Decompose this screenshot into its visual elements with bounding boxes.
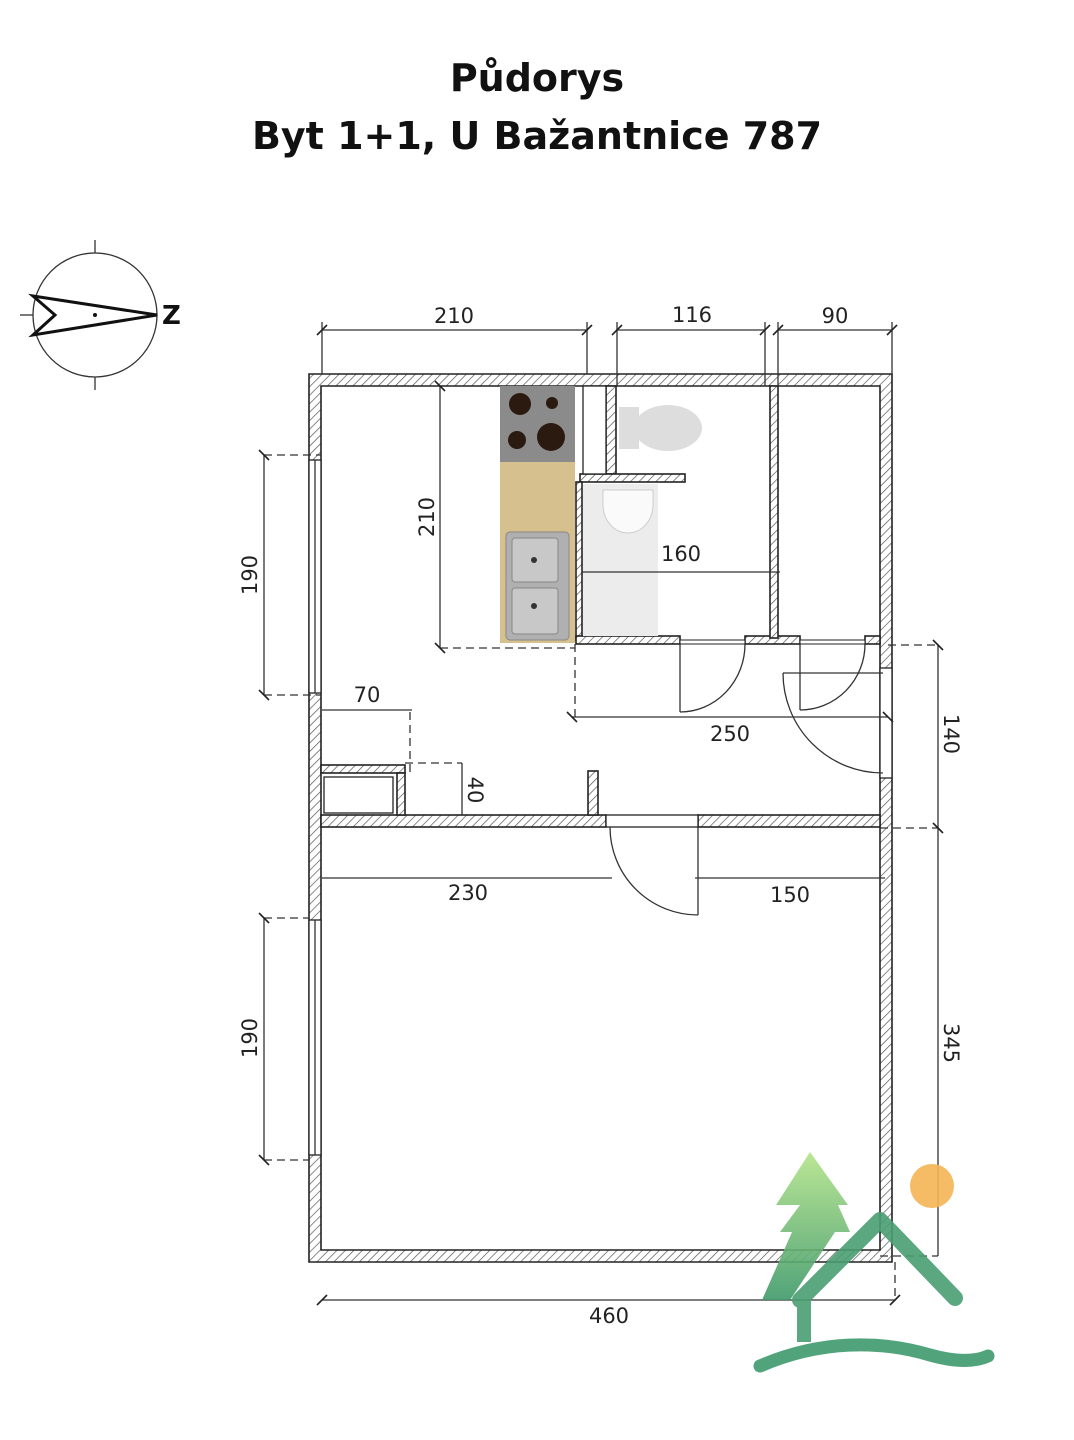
windows bbox=[308, 459, 322, 1156]
dim-entrance-height: 140 bbox=[939, 714, 963, 754]
compass-label: Z bbox=[162, 301, 181, 331]
dim-room-depth: 345 bbox=[939, 1023, 963, 1063]
dimension-lines bbox=[258, 322, 944, 1306]
dim-niche-width: 70 bbox=[354, 683, 381, 707]
dim-kitchen-depth: 210 bbox=[415, 497, 439, 537]
dim-room-right: 150 bbox=[770, 883, 810, 907]
dim-left-window-lower: 190 bbox=[238, 1018, 262, 1058]
dim-niche-depth: 40 bbox=[463, 777, 487, 804]
dim-top-closet: 90 bbox=[822, 304, 849, 328]
toilet-icon bbox=[619, 407, 639, 449]
plan-title: Půdorys bbox=[449, 56, 625, 100]
dim-room-left: 230 bbox=[448, 881, 488, 905]
dim-top-kitchen: 210 bbox=[434, 304, 474, 328]
doors bbox=[605, 639, 893, 916]
dim-top-bathroom: 116 bbox=[672, 303, 712, 327]
dimension-labels: 210 116 90 210 160 190 70 40 250 140 230… bbox=[238, 303, 963, 1328]
dim-hall-length: 250 bbox=[710, 722, 750, 746]
plan-subtitle: Byt 1+1, U Bažantnice 787 bbox=[251, 114, 823, 158]
bathroom-fixtures bbox=[583, 405, 702, 636]
washbasin-icon bbox=[602, 489, 654, 534]
tree-house-logo bbox=[753, 1152, 995, 1373]
kitchen-unit bbox=[500, 386, 575, 643]
dim-total-width: 460 bbox=[589, 1304, 629, 1328]
dim-bathroom-width: 160 bbox=[661, 542, 701, 566]
dim-left-window-upper: 190 bbox=[238, 555, 262, 595]
north-arrow-icon bbox=[28, 293, 158, 338]
compass: Z bbox=[20, 240, 181, 390]
